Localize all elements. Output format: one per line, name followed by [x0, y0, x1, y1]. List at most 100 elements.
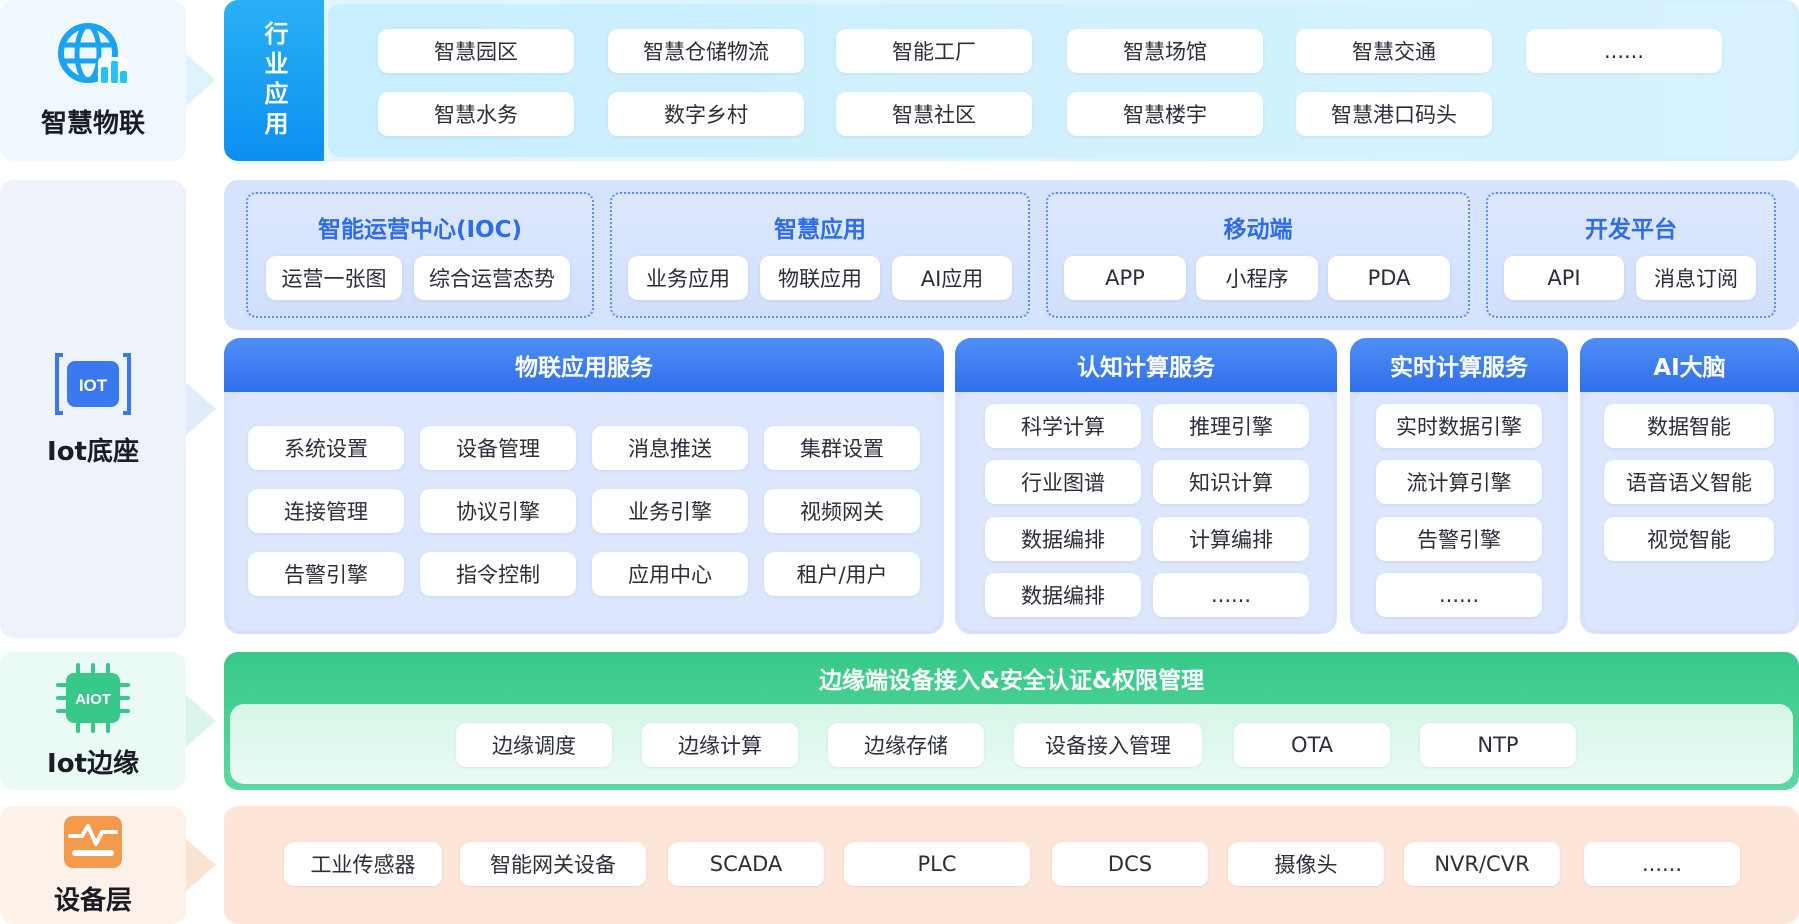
- iot-edge-layer-label: Iot边缘: [47, 748, 139, 779]
- edge-item[interactable]: 边缘调度: [456, 723, 612, 767]
- ioc-group: 智能运营中心(IOC) 运营一张图 综合运营态势: [246, 192, 594, 318]
- industry-app-panel: 行业应用 智慧园区 智慧仓储物流 智能工厂 智慧场馆 智慧交通 ...... 智…: [224, 0, 1799, 161]
- dev-platform-item[interactable]: API: [1504, 256, 1624, 300]
- iot-app-service-item[interactable]: 业务引擎: [592, 489, 748, 533]
- smart-app-group-title: 智慧应用: [774, 217, 866, 243]
- cognitive-compute-service-title: 认知计算服务: [955, 338, 1337, 392]
- ai-brain-service-title: AI大脑: [1580, 338, 1799, 392]
- mobile-group-title: 移动端: [1223, 217, 1293, 243]
- smart-app-item[interactable]: 物联应用: [760, 256, 880, 300]
- edge-item[interactable]: NTP: [1420, 723, 1576, 767]
- iot-app-service-item[interactable]: 告警引擎: [248, 552, 404, 596]
- device-item[interactable]: PLC: [844, 842, 1030, 886]
- iot-app-service-item[interactable]: 连接管理: [248, 489, 404, 533]
- cognitive-compute-item[interactable]: 知识计算: [1153, 460, 1309, 504]
- device-layer-label: 设备层: [53, 885, 132, 916]
- realtime-compute-item[interactable]: 实时数据引擎: [1376, 404, 1542, 448]
- iot-app-service-item[interactable]: 设备管理: [420, 426, 576, 470]
- industry-app-item[interactable]: 数字乡村: [608, 92, 804, 136]
- device-item[interactable]: 工业传感器: [284, 842, 442, 886]
- mobile-item[interactable]: PDA: [1328, 256, 1450, 300]
- device-item[interactable]: 智能网关设备: [460, 842, 646, 886]
- dev-platform-group: 开发平台 API 消息订阅: [1486, 192, 1776, 318]
- industry-app-item[interactable]: 智慧交通: [1296, 29, 1492, 73]
- layer-arrow: [186, 54, 216, 106]
- realtime-compute-item[interactable]: 告警引擎: [1376, 517, 1542, 561]
- device-item[interactable]: 摄像头: [1228, 842, 1384, 886]
- mobile-group: 移动端 APP 小程序 PDA: [1046, 192, 1470, 318]
- smart-app-item[interactable]: 业务应用: [628, 256, 748, 300]
- ai-brain-item[interactable]: 语音语义智能: [1604, 460, 1774, 504]
- edge-panel: 边缘端设备接入&安全认证&权限管理 边缘调度 边缘计算 边缘存储 设备接入管理 …: [224, 652, 1799, 790]
- cognitive-compute-item[interactable]: 计算编排: [1153, 517, 1309, 561]
- smart-app-item[interactable]: AI应用: [892, 256, 1012, 300]
- edge-item[interactable]: 设备接入管理: [1014, 723, 1202, 767]
- edge-item[interactable]: 边缘计算: [642, 723, 798, 767]
- iot-app-service-item[interactable]: 系统设置: [248, 426, 404, 470]
- iot-app-service-item[interactable]: 应用中心: [592, 552, 748, 596]
- realtime-compute-service: 实时计算服务 实时数据引擎 流计算引擎 告警引擎 ......: [1350, 338, 1568, 634]
- industry-app-item[interactable]: 智慧园区: [378, 29, 574, 73]
- cognitive-compute-item[interactable]: 科学计算: [985, 404, 1141, 448]
- ai-brain-service: AI大脑 数据智能 语音语义智能 视觉智能: [1580, 338, 1799, 634]
- iot-app-service-item[interactable]: 视频网关: [764, 489, 920, 533]
- iot-app-service-body: 系统设置 设备管理 消息推送 集群设置 连接管理 协议引擎 业务引擎 视频网关 …: [228, 392, 940, 630]
- ai-brain-service-body: 数据智能 语音语义智能 视觉智能: [1584, 392, 1795, 630]
- smart-iot-layer-label: 智慧物联: [40, 109, 145, 139]
- device-item[interactable]: SCADA: [668, 842, 824, 886]
- mobile-item[interactable]: 小程序: [1196, 256, 1318, 300]
- iot-app-service: 物联应用服务 系统设置 设备管理 消息推送 集群设置 连接管理 协议引擎 业务引…: [224, 338, 944, 634]
- iot-upper-app-panel: 智能运营中心(IOC) 运营一张图 综合运营态势 智慧应用 业务应用 物联应用 …: [224, 180, 1799, 330]
- cognitive-compute-item[interactable]: 数据编排: [985, 573, 1141, 617]
- edge-item[interactable]: OTA: [1234, 723, 1390, 767]
- device-chart-icon: [64, 815, 122, 868]
- edge-panel-body: 边缘调度 边缘计算 边缘存储 设备接入管理 OTA NTP: [230, 704, 1793, 784]
- iot-base-layer-label-box: IOT Iot底座: [0, 180, 186, 638]
- iot-app-service-item[interactable]: 协议引擎: [420, 489, 576, 533]
- dev-platform-item[interactable]: 消息订阅: [1636, 256, 1756, 300]
- aiot-chip-icon: AIOT: [56, 662, 130, 733]
- cognitive-compute-item[interactable]: 数据编排: [985, 517, 1141, 561]
- industry-app-tag-text: 行业应用: [260, 20, 288, 141]
- layer-arrow: [186, 695, 216, 747]
- realtime-compute-service-body: 实时数据引擎 流计算引擎 告警引擎 ......: [1354, 392, 1564, 630]
- device-layer-label-box: 设备层: [0, 806, 186, 924]
- realtime-compute-item[interactable]: 流计算引擎: [1376, 460, 1542, 504]
- cognitive-compute-item[interactable]: 推理引擎: [1153, 404, 1309, 448]
- iot-app-service-item[interactable]: 租户/用户: [764, 552, 920, 596]
- device-item-more[interactable]: ......: [1584, 842, 1740, 886]
- industry-app-item-more[interactable]: ......: [1526, 29, 1722, 73]
- industry-app-item[interactable]: 智慧港口码头: [1296, 92, 1492, 136]
- mobile-item[interactable]: APP: [1064, 256, 1186, 300]
- ai-brain-item[interactable]: 数据智能: [1604, 404, 1774, 448]
- industry-app-item[interactable]: 智慧楼宇: [1067, 92, 1263, 136]
- industry-app-tag: 行业应用: [224, 0, 324, 161]
- layer-arrow: [186, 839, 216, 891]
- realtime-compute-item-more[interactable]: ......: [1376, 573, 1542, 617]
- smart-app-group: 智慧应用 业务应用 物联应用 AI应用: [610, 192, 1030, 318]
- cognitive-compute-service: 认知计算服务 科学计算 推理引擎 行业图谱 知识计算 数据编排 计算编排 数据编…: [955, 338, 1337, 634]
- smart-iot-layer-label-box: 智慧物联: [0, 0, 186, 161]
- globe-signal-icon: [58, 23, 128, 85]
- iot-app-service-item[interactable]: 集群设置: [764, 426, 920, 470]
- cognitive-compute-item-more[interactable]: ......: [1153, 573, 1309, 617]
- industry-app-item[interactable]: 智慧仓储物流: [608, 29, 804, 73]
- industry-app-item[interactable]: 智慧社区: [836, 92, 1032, 136]
- edge-item[interactable]: 边缘存储: [828, 723, 984, 767]
- iot-app-service-item[interactable]: 消息推送: [592, 426, 748, 470]
- edge-panel-title: 边缘端设备接入&安全认证&权限管理: [818, 668, 1205, 694]
- ioc-group-title: 智能运营中心(IOC): [317, 217, 522, 243]
- ioc-item[interactable]: 运营一张图: [266, 256, 402, 300]
- device-item[interactable]: NVR/CVR: [1404, 842, 1560, 886]
- industry-app-item[interactable]: 智能工厂: [836, 29, 1032, 73]
- iot-edge-layer-label-box: AIOT Iot边缘: [0, 652, 186, 790]
- iot-base-layer-label: Iot底座: [47, 436, 139, 467]
- iot-icon: IOT: [55, 352, 131, 415]
- industry-app-item[interactable]: 智慧水务: [378, 92, 574, 136]
- iot-app-service-item[interactable]: 指令控制: [420, 552, 576, 596]
- industry-app-item[interactable]: 智慧场馆: [1067, 29, 1263, 73]
- ioc-item[interactable]: 综合运营态势: [414, 256, 570, 300]
- device-item[interactable]: DCS: [1052, 842, 1208, 886]
- ai-brain-item[interactable]: 视觉智能: [1604, 517, 1774, 561]
- cognitive-compute-item[interactable]: 行业图谱: [985, 460, 1141, 504]
